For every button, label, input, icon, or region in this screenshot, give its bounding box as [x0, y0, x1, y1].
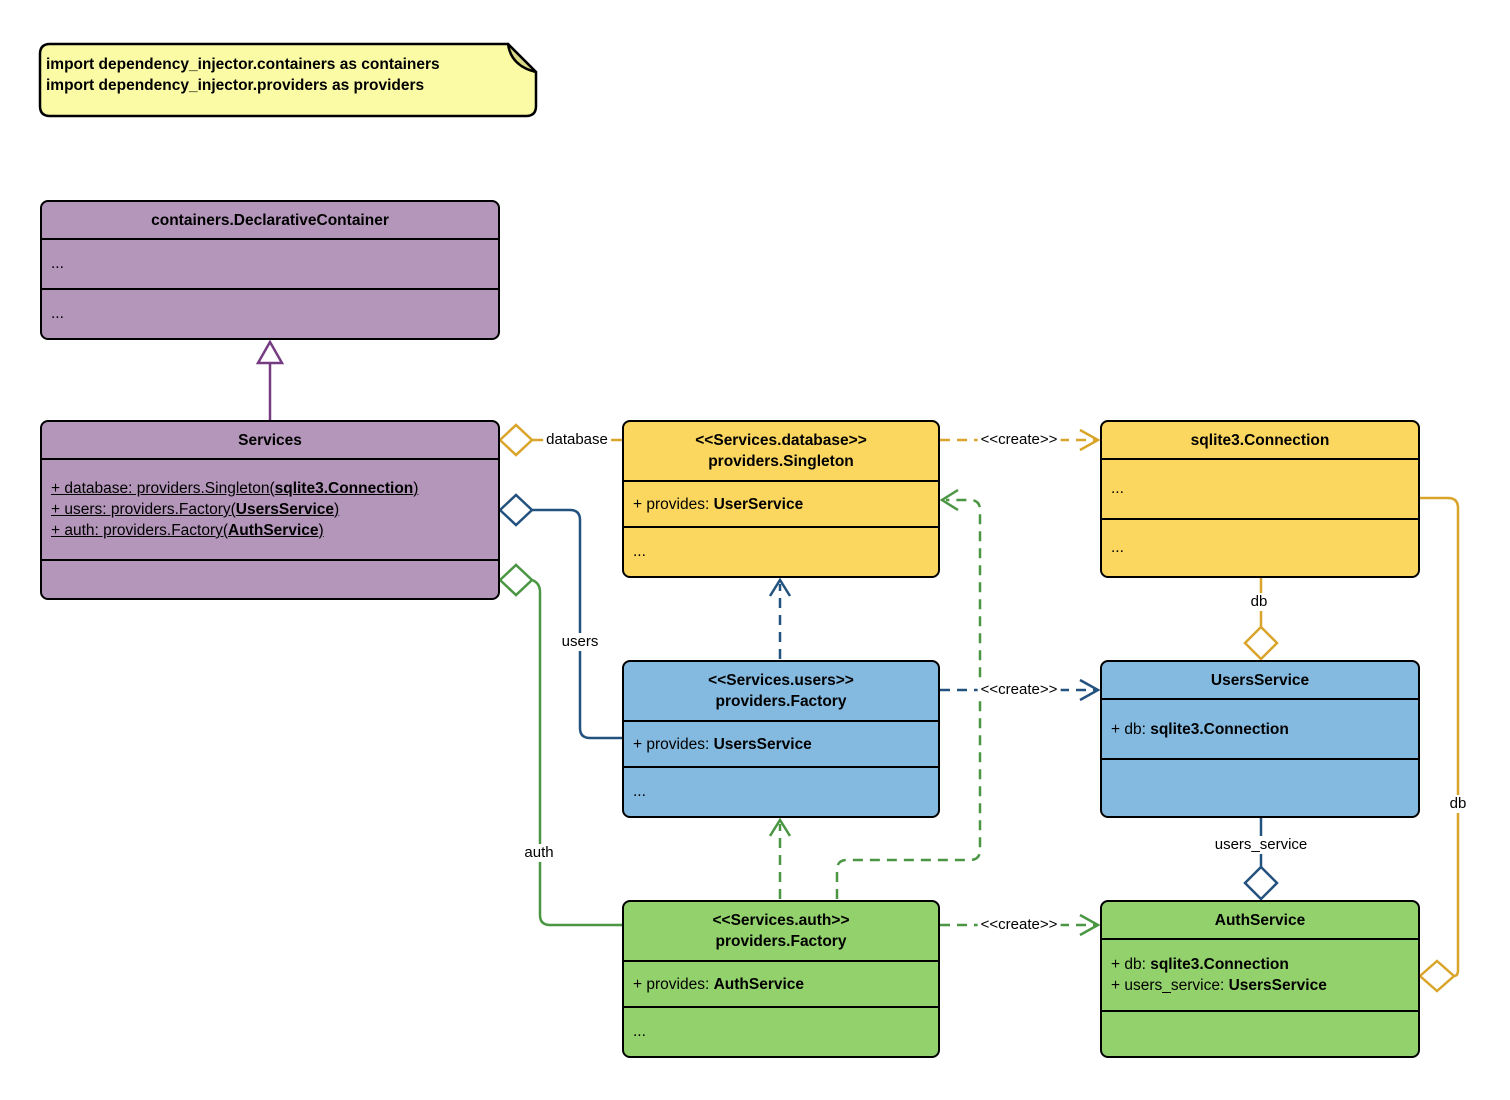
class-attributes: + db: sqlite3.Connection [1102, 698, 1418, 758]
edge-label-database: database [543, 431, 611, 449]
edge-inheritance [255, 339, 285, 420]
class-database-singleton: <<Services.database>> providers.Singleto… [622, 420, 940, 578]
edge-label-create-auth: <<create>> [977, 916, 1061, 934]
edge-label-db-top: db [1247, 593, 1271, 611]
class-attributes: + provides: AuthService [624, 960, 938, 1006]
class-title: containers.DeclarativeContainer [151, 211, 389, 229]
attribute-row: + database: providers.Singleton(sqlite3.… [51, 480, 419, 497]
class-title: sqlite3.Connection [1190, 431, 1330, 449]
attribute-row: + provides: UserService [633, 495, 804, 513]
edge-auth-to-users [768, 817, 792, 899]
attribute-row: + db: sqlite3.Connection [1111, 956, 1289, 973]
class-sqlite-connection: sqlite3.Connection ... ... [1100, 420, 1420, 578]
class-title: Services [238, 431, 302, 449]
class-title: <<Services.users>> providers.Factory [624, 662, 938, 720]
class-compartment: ... [42, 288, 498, 338]
class-users-service: UsersService + db: sqlite3.Connection [1100, 660, 1420, 818]
edge-db-authservice [1418, 496, 1460, 993]
class-compartment: ... [1102, 518, 1418, 576]
class-stereotype: <<Services.users>> [708, 672, 854, 689]
edge-usersservice-authservice [1243, 818, 1279, 901]
edge-auth-to-singleton [835, 488, 982, 899]
class-declarative-container: containers.DeclarativeContainer ... ... [40, 200, 500, 340]
attribute-row: + db: sqlite3.Connection [1111, 720, 1289, 738]
import-note: import dependency_injector.containers as… [46, 54, 526, 96]
class-title: <<Services.auth>> providers.Factory [624, 902, 938, 960]
attribute-row: + provides: AuthService [633, 975, 805, 993]
class-attributes: + provides: UserService [624, 480, 938, 526]
attribute-row: + users_service: UsersService [1111, 977, 1327, 994]
edge-label-db-right: db [1446, 795, 1470, 813]
edge-label-users-service: users_service [1211, 836, 1311, 854]
edge-label-create-database: <<create>> [977, 431, 1061, 449]
edge-label-users: users [558, 633, 602, 651]
note-line: import dependency_injector.providers as … [46, 77, 425, 94]
edge-users-to-singleton [768, 577, 792, 659]
class-attributes: + database: providers.Singleton(sqlite3.… [42, 458, 498, 559]
note-shape [38, 42, 538, 118]
class-services: Services + database: providers.Singleton… [40, 420, 500, 600]
class-compartment: ... [624, 526, 938, 576]
attribute-row: + users: providers.Factory(UsersService) [51, 501, 340, 518]
note-line: import dependency_injector.containers as… [46, 56, 440, 73]
class-auth-factory: <<Services.auth>> providers.Factory + pr… [622, 900, 940, 1058]
class-compartment: ... [624, 766, 938, 816]
class-compartment: ... [42, 238, 498, 288]
edge-db-usersservice [1243, 578, 1279, 661]
edge-label-create-users: <<create>> [977, 681, 1061, 699]
edge-users [498, 493, 622, 740]
class-title: AuthService [1214, 911, 1306, 929]
class-compartment-empty [1102, 1010, 1418, 1056]
class-compartment: ... [1102, 458, 1418, 518]
class-stereotype: <<Services.auth>> [712, 912, 850, 929]
class-users-factory: <<Services.users>> providers.Factory + p… [622, 660, 940, 818]
attribute-row: + provides: UsersService [633, 735, 812, 753]
attribute-row: + auth: providers.Factory(AuthService) [51, 522, 324, 539]
class-title: <<Services.database>> providers.Singleto… [624, 422, 938, 480]
class-auth-service: AuthService + db: sqlite3.Connection + u… [1100, 900, 1420, 1058]
edge-label-auth: auth [521, 844, 557, 862]
class-title: UsersService [1210, 671, 1310, 689]
class-attributes: + db: sqlite3.Connection + users_service… [1102, 938, 1418, 1010]
class-compartment: ... [624, 1006, 938, 1056]
edge-auth [498, 563, 622, 927]
class-stereotype: <<Services.database>> [695, 432, 867, 449]
class-compartment-empty [42, 559, 498, 598]
class-attributes: + provides: UsersService [624, 720, 938, 766]
class-compartment-empty [1102, 758, 1418, 816]
